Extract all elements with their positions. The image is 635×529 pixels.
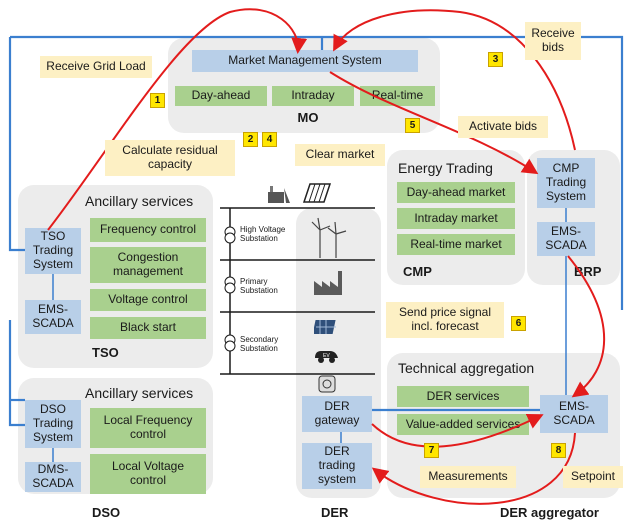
brp-label: BRP (574, 264, 602, 279)
der-gateway: DER gateway (302, 396, 372, 432)
cmp-real-time-market: Real-time market (397, 234, 515, 255)
tso-label: TSO (92, 345, 119, 360)
factory-icon (314, 271, 342, 295)
tso-service-voltage: Voltage control (90, 289, 206, 311)
der-aggregator-label: DER aggregator (500, 505, 599, 520)
mo-label: MO (297, 110, 319, 125)
svg-text:EV: EV (323, 353, 330, 359)
mo-market-day-ahead: Day-ahead (175, 86, 267, 106)
callout-receive-bids: Receive bids (525, 22, 581, 60)
step-badge-8: 8 (551, 443, 566, 458)
mo-market-real-time: Real-time (360, 86, 435, 106)
dso-service-frequency: Local Frequency control (90, 408, 206, 448)
technical-aggregation-title: Technical aggregation (398, 360, 535, 376)
wind-turbine-icon (311, 217, 347, 258)
dms-scada: DMS- SCADA (25, 462, 81, 492)
callout-setpoint: Setpoint (563, 466, 623, 488)
tso-trading-system: TSO Trading System (25, 228, 81, 274)
tso-ems-scada: EMS- SCADA (25, 300, 81, 334)
der-label: DER (321, 505, 349, 520)
step-badge-1: 1 (150, 93, 165, 108)
tso-service-congestion: Congestion management (90, 247, 206, 283)
tso-ancillary-title: Ancillary services (85, 193, 194, 209)
cmp-intraday-market: Intraday market (397, 208, 515, 229)
step-badge-6: 6 (511, 316, 526, 331)
callout-calculate-residual: Calculate residual capacity (105, 140, 235, 176)
dso-trading-system: DSO Trading System (25, 400, 81, 448)
cmp-trading-system: CMP Trading System (537, 158, 595, 208)
energy-trading-title: Energy Trading (398, 160, 493, 176)
step-badge-7: 7 (424, 443, 439, 458)
callout-clear-market: Clear market (295, 144, 385, 166)
aggregator-ems-scada: EMS- SCADA (540, 395, 608, 433)
substation-label-primary: Primary Substation (240, 277, 278, 295)
step-badge-3: 3 (488, 52, 503, 67)
step-badge-2: 2 (243, 132, 258, 147)
value-added-services: Value-added services (397, 414, 529, 435)
cmp-day-ahead-market: Day-ahead market (397, 182, 515, 203)
callout-send-price-signal: Send price signal incl. forecast (386, 302, 504, 338)
mo-market-intraday: Intraday (272, 86, 354, 106)
dso-label: DSO (92, 505, 121, 520)
substation-label-hv: High Voltage Substation (240, 225, 286, 243)
callout-receive-grid-load: Receive Grid Load (40, 56, 152, 78)
callout-measurements: Measurements (420, 466, 516, 488)
dso-ancillary-title: Ancillary services (85, 385, 194, 401)
market-management-system: Market Management System (192, 50, 418, 72)
tso-service-black-start: Black start (90, 317, 206, 339)
dso-service-voltage: Local Voltage control (90, 454, 206, 494)
cmp-label: CMP (403, 264, 432, 279)
solar-home-icon (314, 320, 336, 334)
tso-service-frequency: Frequency control (90, 218, 206, 242)
der-trading-system: DER trading system (302, 443, 372, 489)
der-services: DER services (397, 386, 529, 407)
electric-car-icon: EV (315, 351, 338, 363)
step-badge-5: 5 (405, 118, 420, 133)
power-socket-icon (318, 375, 336, 393)
substation-label-secondary: Secondary Substation (240, 335, 279, 353)
step-badge-4: 4 (262, 132, 277, 147)
callout-activate-bids: Activate bids (458, 116, 548, 138)
brp-ems-scada: EMS- SCADA (537, 222, 595, 256)
power-plant-icon (268, 186, 290, 203)
solar-panel-icon (302, 183, 332, 203)
